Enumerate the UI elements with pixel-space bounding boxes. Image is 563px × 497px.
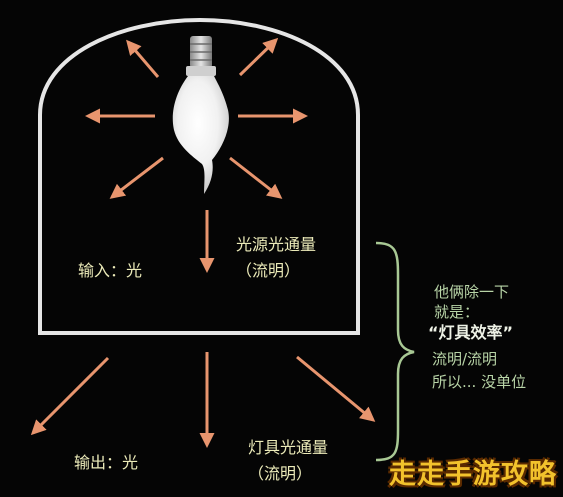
out-ray-left [30, 356, 110, 436]
ray-down-right [229, 156, 283, 199]
note-line-4: 所以... 没单位 [432, 373, 527, 391]
note-line-3: 流明/流明 [432, 350, 498, 368]
inner-light-rays [85, 37, 308, 273]
note-line-2: 就是： [434, 303, 480, 321]
source-flux-unit: （流明） [236, 261, 301, 280]
ray-up-left [126, 39, 160, 78]
source-flux-label: 光源光通量 [236, 235, 317, 254]
input-label: 输入：光 [78, 261, 143, 280]
ray-down-left [109, 156, 164, 199]
out-ray-right [296, 355, 376, 422]
fixture-flux-label: 灯具光通量 [248, 438, 329, 457]
ray-up-right [238, 37, 279, 77]
luminaire-enclosure [38, 17, 360, 335]
brace-icon [375, 241, 415, 462]
output-label: 输出：光 [74, 453, 139, 472]
outer-light-rays [30, 352, 376, 448]
candle-bulb-icon [172, 36, 229, 194]
watermark: 走走手游攻略 [389, 459, 557, 490]
fixture-flux-unit: （流明） [248, 464, 313, 483]
note-highlight: “灯具效率” [428, 323, 514, 342]
note-line-1: 他俩除一下 [434, 283, 510, 301]
